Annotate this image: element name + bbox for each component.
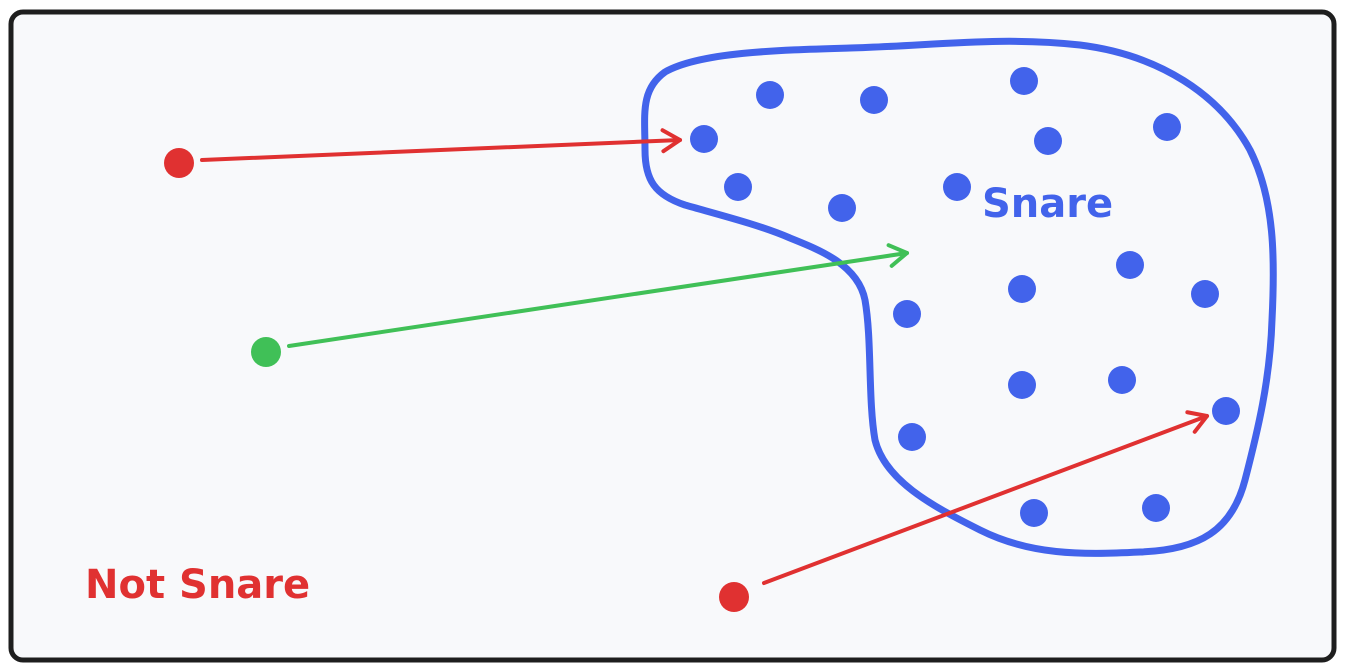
red-arrow-bottom-head xyxy=(1185,410,1209,434)
snare-dot xyxy=(690,125,718,153)
snare-dot xyxy=(860,86,888,114)
green-arrow xyxy=(251,243,909,367)
snare-dot xyxy=(1108,366,1136,394)
snare-boundary xyxy=(641,37,1277,557)
snare-dot xyxy=(1191,280,1219,308)
snare-dot xyxy=(1020,499,1048,527)
green-arrow-origin-dot xyxy=(251,337,281,367)
red-arrow-top-shaft xyxy=(200,138,682,162)
red-arrow-top xyxy=(164,128,682,178)
green-arrow-head xyxy=(886,243,909,268)
snare-dot xyxy=(1034,127,1062,155)
snare-dot xyxy=(1008,275,1036,303)
snare-dot xyxy=(1008,371,1036,399)
red-arrow-top-origin-dot xyxy=(164,148,194,178)
snare-dot xyxy=(1153,113,1181,141)
diagram-frame xyxy=(8,9,1337,663)
green-arrow-shaft xyxy=(287,251,909,348)
snare-label: Snare xyxy=(982,181,1113,227)
snare-dots xyxy=(690,67,1240,527)
snare-dot xyxy=(828,194,856,222)
red-arrow-bottom xyxy=(719,410,1209,612)
not-snare-label: Not Snare xyxy=(85,562,310,608)
snare-dot xyxy=(724,173,752,201)
red-arrow-top-head xyxy=(660,128,682,154)
snare-dot xyxy=(1142,494,1170,522)
snare-dot xyxy=(893,300,921,328)
snare-dot xyxy=(1010,67,1038,95)
arrows xyxy=(164,128,1209,612)
red-arrow-bottom-origin-dot xyxy=(719,582,749,612)
red-arrow-bottom-shaft xyxy=(762,414,1209,585)
snare-dot xyxy=(1116,251,1144,279)
snare-dot xyxy=(898,423,926,451)
snare-dot xyxy=(756,81,784,109)
snare-dot xyxy=(1212,397,1240,425)
snare-dot xyxy=(943,173,971,201)
